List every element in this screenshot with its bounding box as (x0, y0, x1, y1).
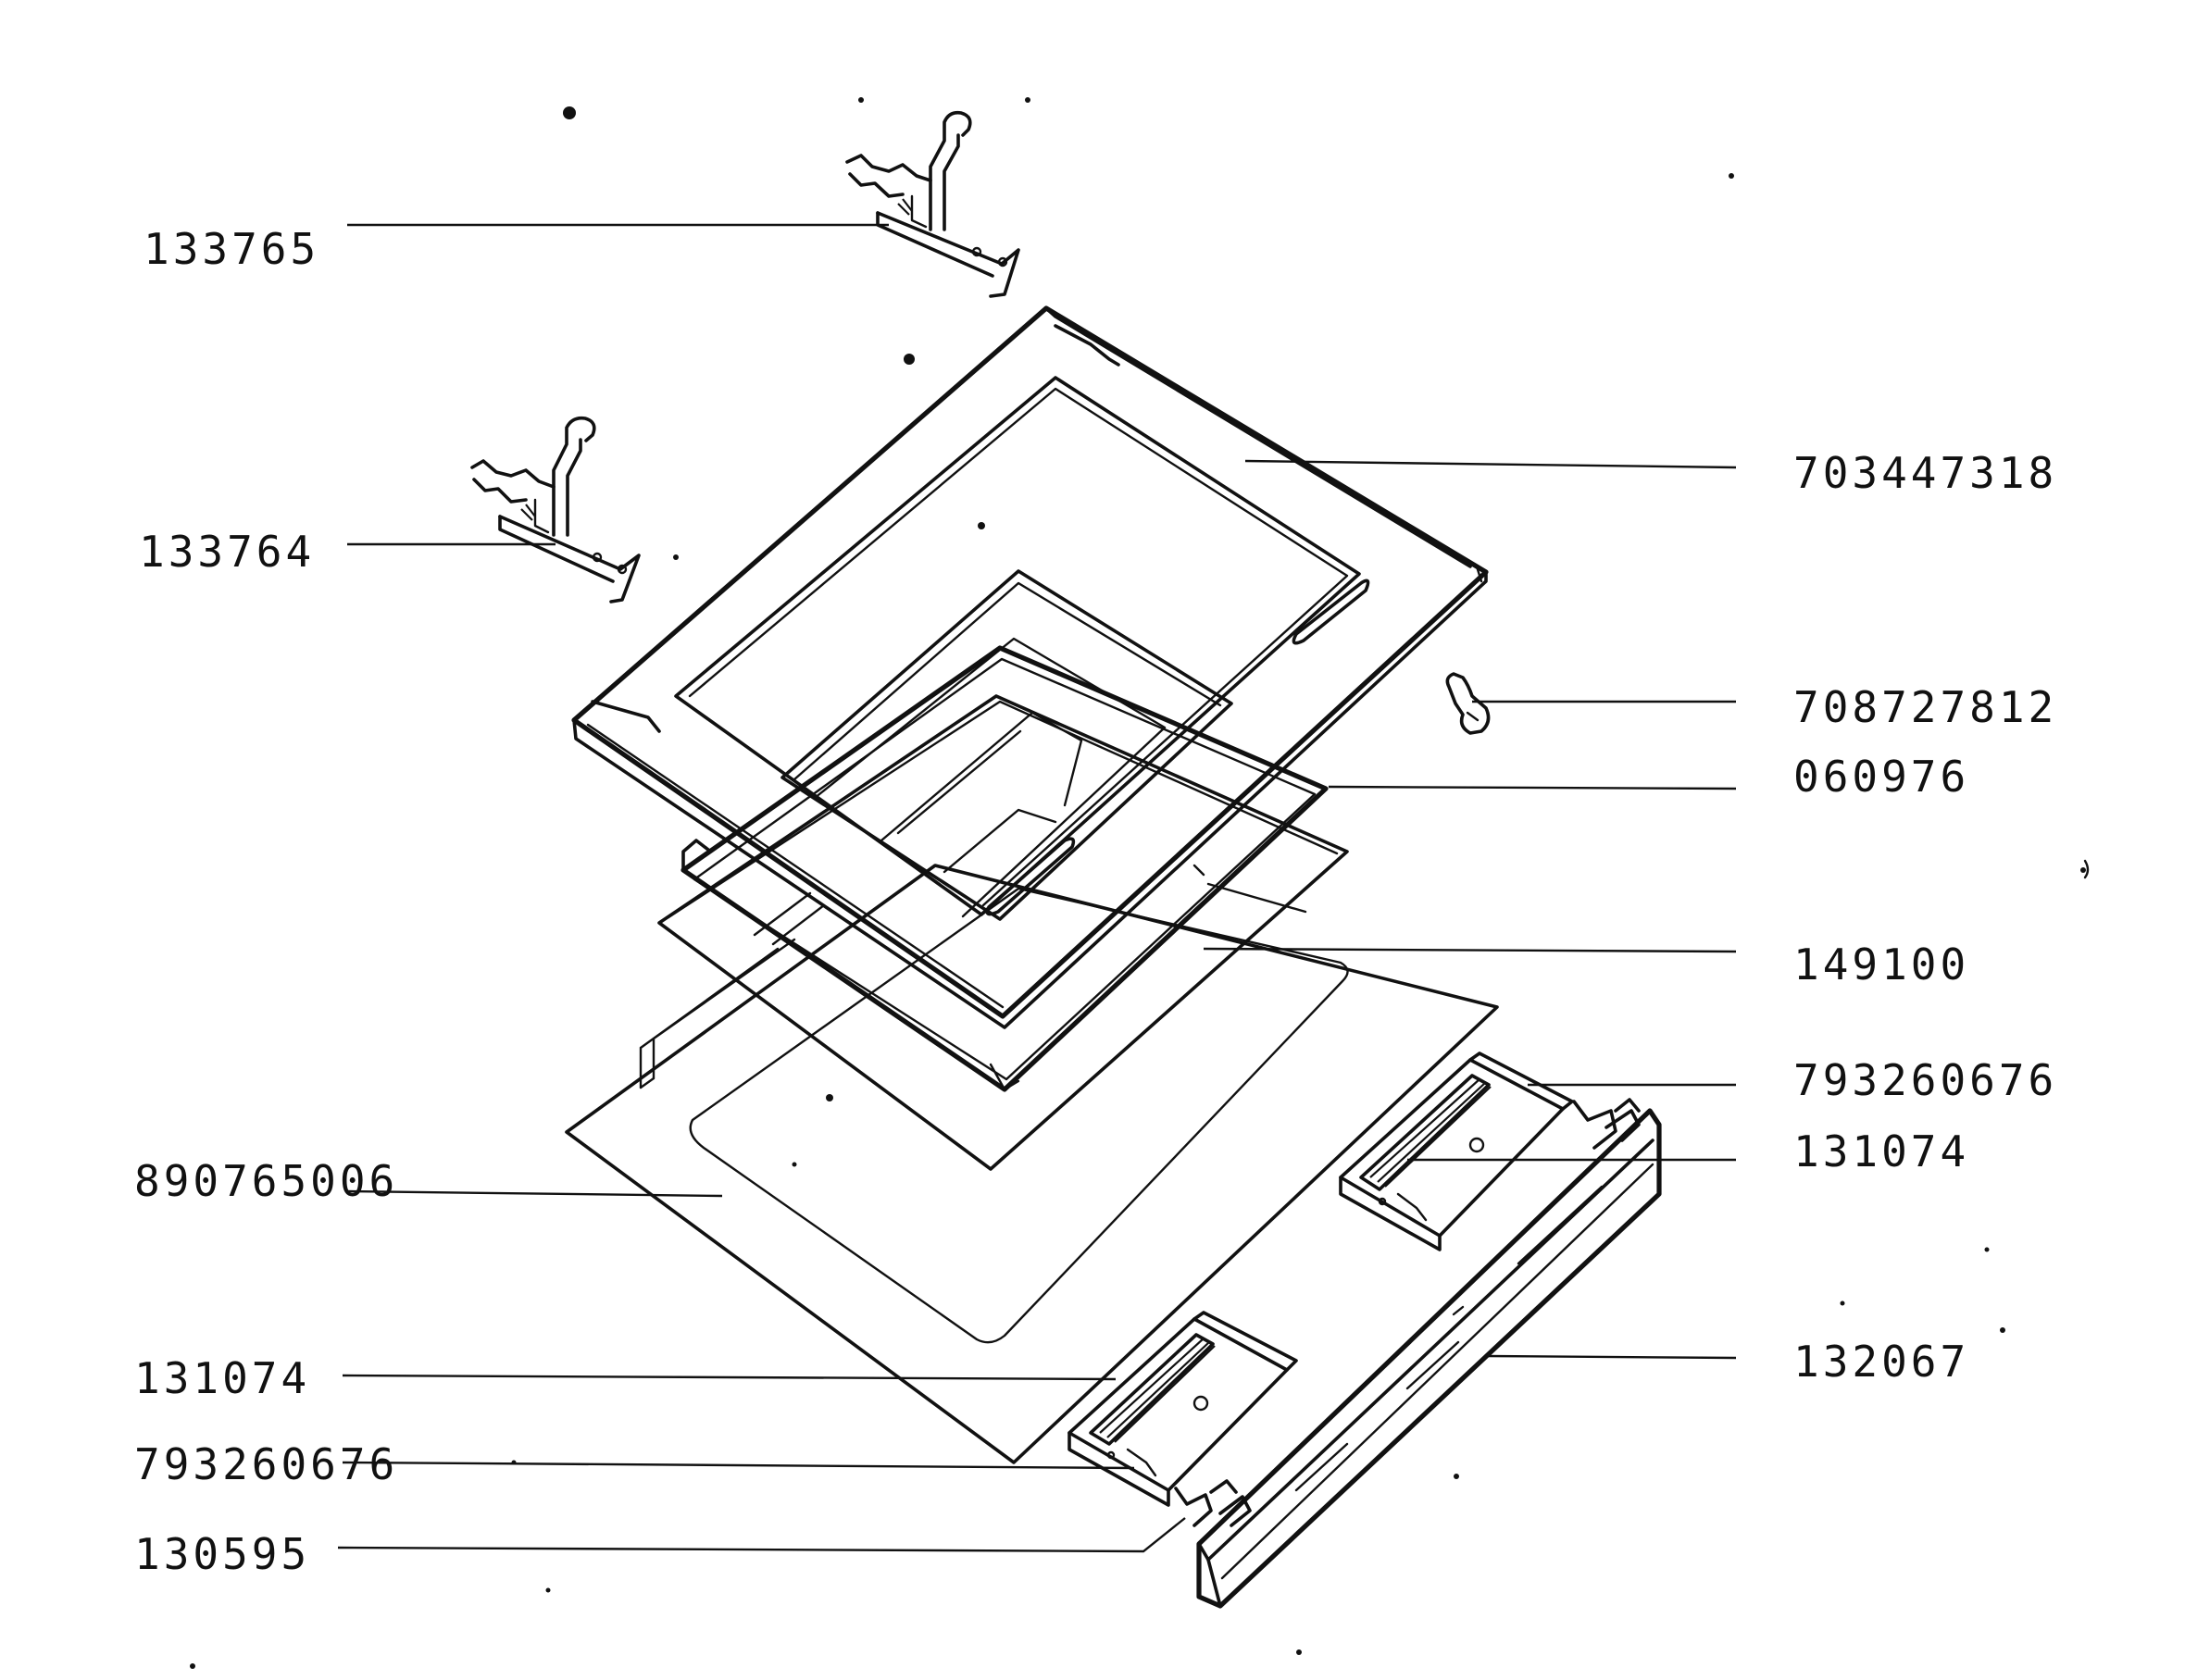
clip (1445, 672, 1491, 735)
callout-label-149100: 149100 (1793, 940, 1969, 989)
callout-label-708727812: 708727812 (1793, 682, 2057, 732)
leader-line-132067 (1485, 1354, 1737, 1360)
callout-label-131074-left: 131074 (134, 1353, 310, 1403)
handle-bar (1196, 1108, 1662, 1609)
hinge-lower (470, 416, 641, 604)
callout-label-131074-right: 131074 (1793, 1126, 1969, 1176)
leader-line-703447318 (1244, 459, 1737, 469)
callout-labels: 133765 133764 703447318 708727812 060976… (134, 224, 2057, 1579)
leader-line-131074-left (342, 1374, 1117, 1381)
callout-label-060976: 060976 (1793, 752, 1969, 802)
callout-label-703447318: 703447318 (1793, 448, 2057, 498)
callout-label-133764: 133764 (139, 527, 315, 577)
leader-line-149100 (1203, 947, 1737, 953)
hinge-upper (845, 110, 1020, 298)
hinge-block-left (1068, 1311, 1298, 1527)
leader-line-130595 (337, 1517, 1186, 1553)
callout-label-132067: 132067 (1793, 1337, 1969, 1387)
callout-label-130595: 130595 (134, 1529, 310, 1579)
inner-door-frame (571, 305, 1489, 1029)
leader-line-793260676-left (342, 1461, 1135, 1470)
callout-label-793260676-left: 793260676 (134, 1439, 398, 1489)
scan-specks (190, 97, 2090, 1669)
hinge-block-right (1339, 1052, 1641, 1251)
callout-label-890765006: 890765006 (134, 1156, 398, 1206)
inner-glass-panel (657, 694, 1349, 1171)
leader-line-060976 (1328, 785, 1737, 790)
leader-line-890765006 (346, 1189, 723, 1198)
callout-label-793260676-right: 793260676 (1793, 1055, 2057, 1105)
seal-frame (680, 645, 1329, 1092)
callout-label-133765: 133765 (144, 224, 319, 274)
leader-lines (337, 223, 1737, 1553)
